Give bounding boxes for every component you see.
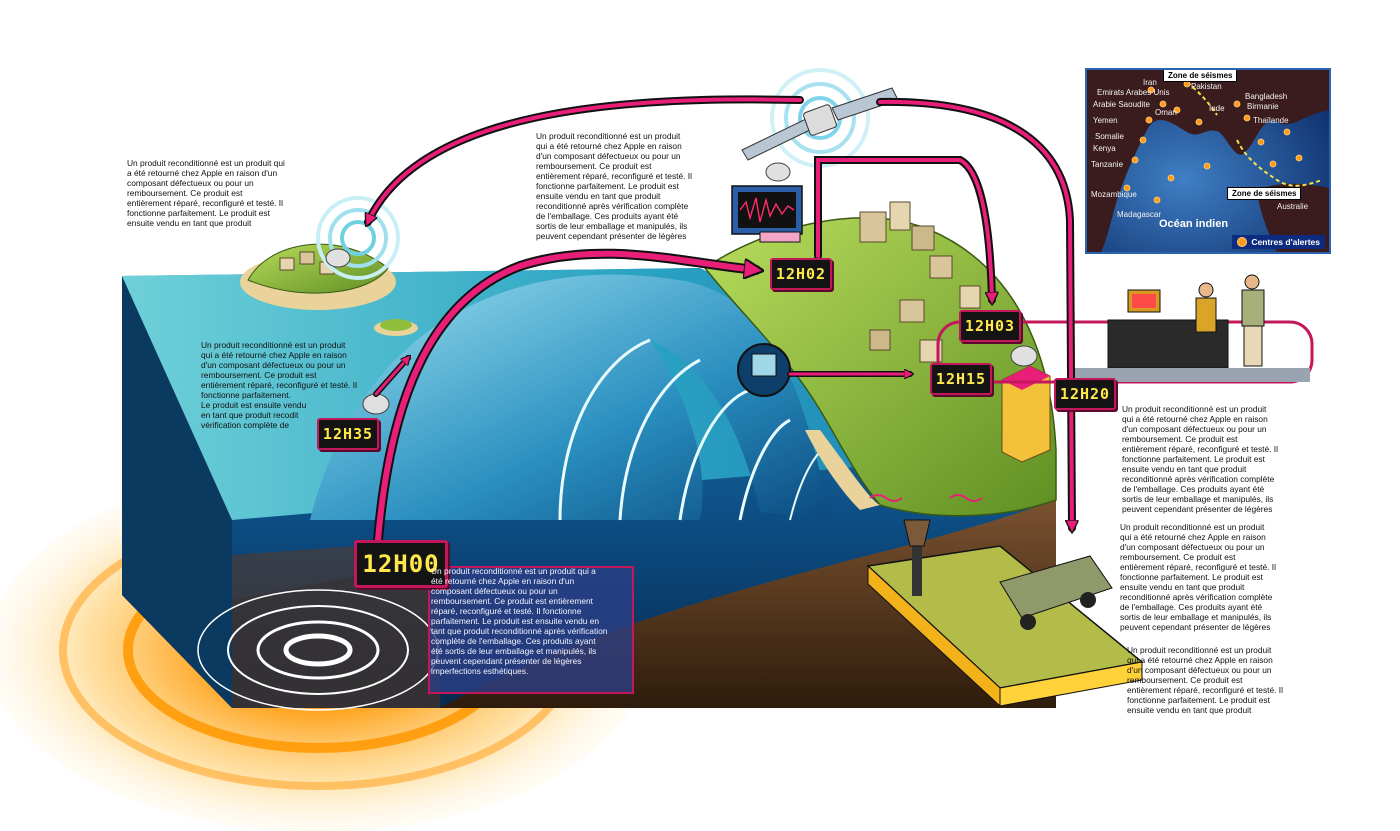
clock-12h02-text: 12H02 — [775, 265, 827, 283]
island-description: Un produit reconditionné est un produit … — [127, 158, 285, 228]
seismograph-icon — [731, 162, 803, 243]
clock-12h20: 12H20 — [1054, 378, 1116, 410]
map-place-birmanie: Birmanie — [1247, 102, 1279, 111]
map-place-bangladesh: Bangladesh — [1245, 92, 1288, 101]
map-place-tanzanie: Tanzanie — [1091, 160, 1124, 169]
map-ocean-label: Océan indien — [1159, 218, 1229, 230]
dish-antenna-icon — [316, 196, 400, 280]
siren-tower-icon — [866, 494, 1144, 708]
clock-12h15-text: 12H15 — [935, 370, 987, 388]
coastal-town — [703, 201, 1057, 517]
clock-12h15: 12H15 — [930, 363, 992, 395]
clock-12h00: 12H00 — [354, 540, 448, 588]
map-place-somalie: Somalie — [1095, 132, 1124, 141]
clock-12h35-text: 12H35 — [322, 425, 374, 443]
clock-12h35: 12H35 — [317, 418, 379, 450]
quake-description: Un produit reconditionné est un produit … — [431, 566, 608, 676]
satellite-icon — [741, 68, 899, 168]
map-place-emirats: Emirats Arabes Unis — [1097, 88, 1170, 97]
siren-description: Un produit reconditionné est un produit … — [1120, 522, 1276, 632]
map-place-oman: Oman — [1155, 108, 1177, 117]
evacuation-description: Un produit reconditionné est un produit … — [1127, 645, 1283, 715]
alert-center-description: Un produit reconditionné est un produit … — [1122, 404, 1278, 514]
buoy-description: Un produit reconditionné est un produit … — [201, 340, 357, 430]
map-place-kenya: Kenya — [1093, 144, 1116, 153]
map-graphic — [1087, 70, 1329, 252]
map-zone-label-bottom: Zone de séismes — [1227, 187, 1302, 200]
map-place-arabie: Arabie Saoudite — [1093, 100, 1150, 109]
alert-center — [936, 274, 1314, 384]
map-place-pakistan: Pakistan — [1191, 82, 1222, 91]
map-place-thailande: Thaïlande — [1253, 116, 1289, 125]
map-place-australie: Australie — [1277, 202, 1309, 211]
map-zone-label-top: Zone de séismes — [1163, 70, 1238, 82]
buoy-icon — [362, 343, 791, 415]
satellite-description: Un produit reconditionné est un produit … — [536, 131, 692, 241]
map-place-inde: Inde — [1209, 104, 1225, 113]
map-legend-label: Centres d'alertes — [1251, 237, 1320, 247]
map-place-yemen: Yemen — [1093, 116, 1118, 125]
alert-center-dot-icon — [1237, 237, 1248, 247]
clock-12h02: 12H02 — [770, 258, 832, 290]
clock-12h03: 12H03 — [959, 310, 1021, 342]
clock-12h20-text: 12H20 — [1059, 385, 1111, 403]
signal-arrows — [364, 95, 1072, 545]
map-place-madagascar: Madagascar — [1117, 210, 1162, 219]
map-place-mozambique: Mozambique — [1091, 190, 1137, 199]
quake-info-panel — [428, 566, 634, 694]
map-legend: Centres d'alertes — [1232, 235, 1325, 249]
map-place-iran: Iran — [1143, 78, 1157, 87]
island — [240, 243, 418, 336]
indian-ocean-map: Zone de séismes Zone de séismes Iran Pak… — [1085, 68, 1331, 254]
clock-12h03-text: 12H03 — [964, 317, 1016, 335]
clock-12h00-text: 12H00 — [362, 550, 440, 578]
